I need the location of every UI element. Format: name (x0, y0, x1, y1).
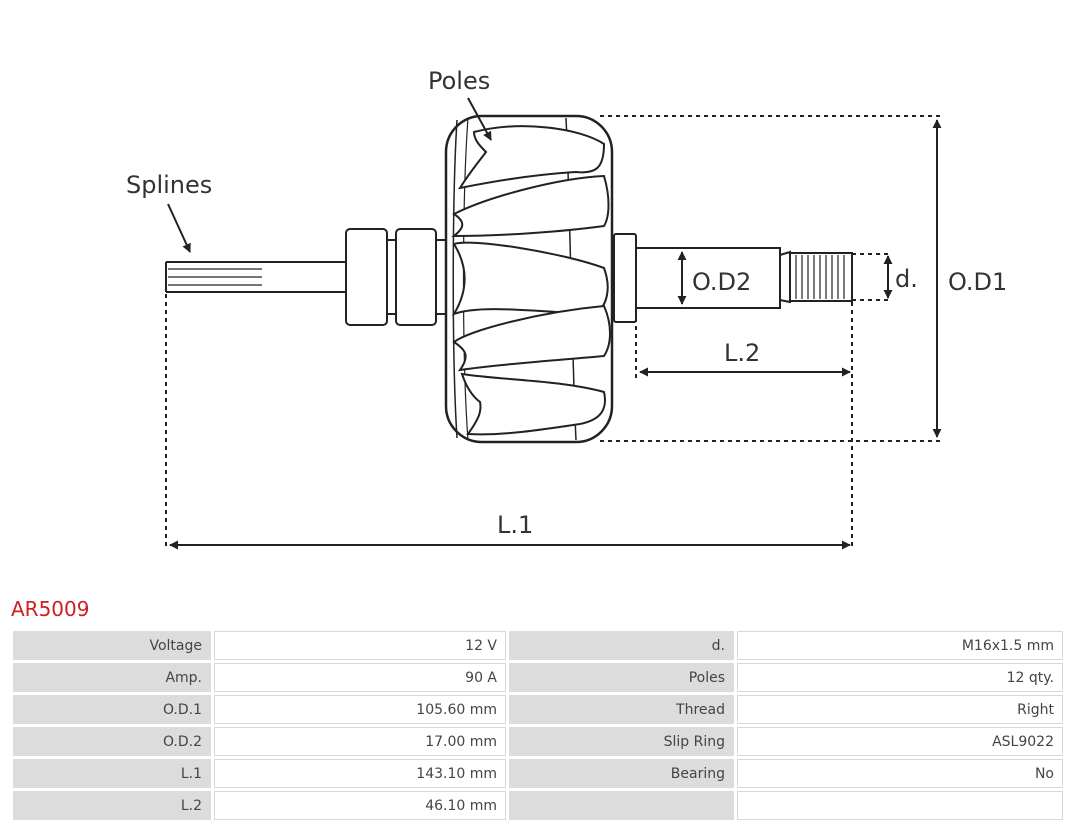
table-row: Voltage 12 V d. M16x1.5 mm (13, 631, 1063, 660)
spline-shaft (165, 261, 350, 293)
spec-key: O.D.1 (13, 695, 211, 724)
label-d: d. (895, 265, 918, 293)
spec-key: Slip Ring (509, 727, 734, 756)
spec-key: d. (509, 631, 734, 660)
label-od1: O.D1 (948, 268, 1007, 296)
table-row: O.D.1 105.60 mm Thread Right (13, 695, 1063, 724)
spec-value: No (737, 759, 1063, 788)
part-code: AR5009 (11, 597, 90, 621)
spec-key: Amp. (13, 663, 211, 692)
rotor-body (444, 114, 614, 444)
label-l1: L.1 (497, 511, 533, 539)
spec-value: Right (737, 695, 1063, 724)
spec-value: 90 A (214, 663, 506, 692)
spec-value: 46.10 mm (214, 791, 506, 820)
table-row: L.2 46.10 mm (13, 791, 1063, 820)
spec-value: 143.10 mm (214, 759, 506, 788)
spec-key: Poles (509, 663, 734, 692)
bearing-collars (345, 228, 446, 326)
spec-key: L.2 (13, 791, 211, 820)
dimension-lines (165, 97, 942, 550)
rotor-diagram: Poles Splines O.D2 d. O.D1 L.2 L.1 (126, 67, 1007, 550)
spec-value: 105.60 mm (214, 695, 506, 724)
spec-key: L.1 (13, 759, 211, 788)
label-l2: L.2 (724, 339, 760, 367)
spec-key (509, 791, 734, 820)
spec-key: Voltage (13, 631, 211, 660)
specs-table: Voltage 12 V d. M16x1.5 mm Amp. 90 A Pol… (10, 628, 1066, 823)
table-row: Amp. 90 A Poles 12 qty. (13, 663, 1063, 692)
rear-shaft (613, 233, 853, 323)
spec-value: 12 V (214, 631, 506, 660)
spec-key: O.D.2 (13, 727, 211, 756)
spec-value: 12 qty. (737, 663, 1063, 692)
spec-value: 17.00 mm (214, 727, 506, 756)
spec-key: Thread (509, 695, 734, 724)
table-row: L.1 143.10 mm Bearing No (13, 759, 1063, 788)
label-splines: Splines (126, 171, 212, 199)
label-od2: O.D2 (692, 268, 751, 296)
label-poles: Poles (428, 67, 490, 95)
spec-value: M16x1.5 mm (737, 631, 1063, 660)
spec-value: ASL9022 (737, 727, 1063, 756)
table-row: O.D.2 17.00 mm Slip Ring ASL9022 (13, 727, 1063, 756)
spec-value (737, 791, 1063, 820)
spec-key: Bearing (509, 759, 734, 788)
